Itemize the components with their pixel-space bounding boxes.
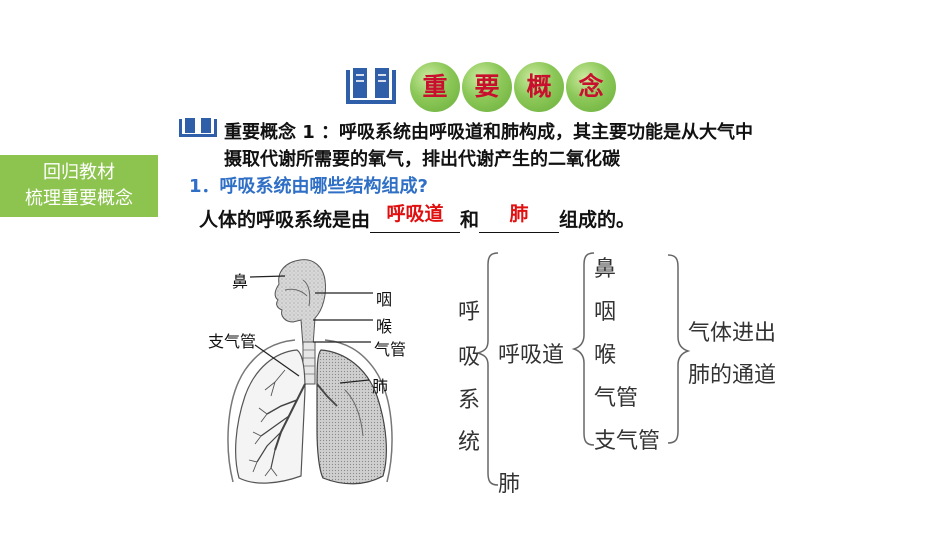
tree-root-char: 统 [458,430,481,455]
label-larynx: 喉 [376,317,393,336]
tree-function-line-1: 气体进出 [688,321,777,346]
answer-2: 肺 [509,203,529,225]
tree-root-char: 系 [458,388,481,413]
sentence-middle: 和 [460,209,480,231]
sentence-prefix: 人体的呼吸系统是由 [199,209,371,231]
tree-airway: 呼吸道 [498,343,565,368]
title-char: 要 [462,62,512,112]
label-pharynx: 咽 [376,290,393,309]
label-lung: 肺 [372,377,389,396]
title-char: 重 [410,62,460,112]
tree-root-char: 吸 [458,345,481,370]
tree-part: 鼻 [594,257,617,282]
label-trachea: 气管 [374,340,407,359]
tree-part: 咽 [594,300,617,325]
tree-part: 喉 [594,343,617,368]
tree-lung: 肺 [498,472,521,497]
respiratory-system-diagram [227,259,393,485]
book-icon [346,68,396,104]
badge-line-1: 回归教材 [43,162,115,183]
section-badge: 回归教材 梳理重要概念 [0,155,158,217]
concept-line-2: 摄取代谢所需要的氧气，排出代谢产生的二氧化碳 [224,149,620,170]
tree-part: 气管 [594,386,639,411]
title-char: 念 [566,62,616,112]
tree-brackets [475,252,691,486]
label-bronchus: 支气管 [208,332,257,351]
tree-part: 支气管 [594,429,661,454]
answer-blank-2: 肺 [479,203,560,233]
title-char: 概 [514,62,564,112]
question-heading: 1．呼吸系统由哪些结构组成? [189,176,428,197]
sentence-suffix: 组成的。 [559,209,636,231]
fill-in-sentence: 人体的呼吸系统是由呼吸道和 肺 组成的。 [199,203,636,233]
label-nose: 鼻 [232,272,249,291]
concept-line-1: 重要概念 1 ：呼吸系统由呼吸道和肺构成，其主要功能是从大气中 [224,122,754,143]
book-icon [179,118,217,137]
answer-1: 呼吸道 [386,203,444,225]
badge-line-2: 梳理重要概念 [25,188,133,209]
tree-root-char: 呼 [458,300,481,325]
tree-function-line-2: 肺的通道 [688,363,777,388]
answer-blank-1: 呼吸道 [370,203,461,233]
